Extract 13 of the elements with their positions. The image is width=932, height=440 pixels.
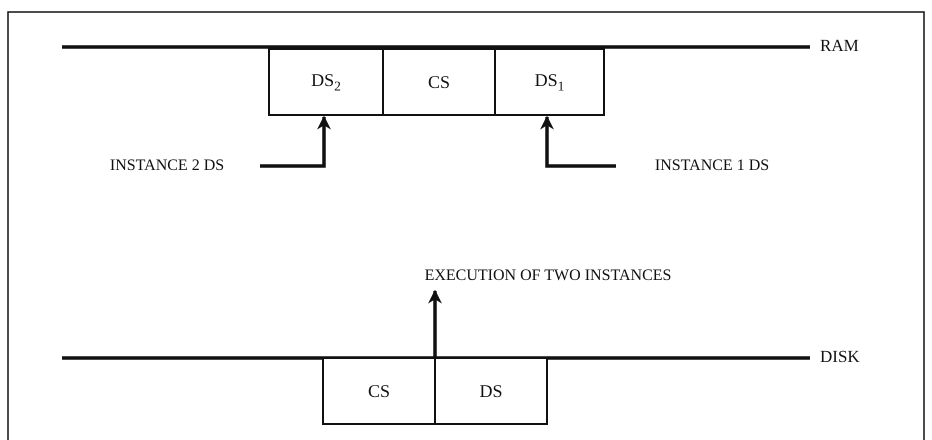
memory-cell: CS bbox=[322, 357, 436, 425]
pointer-label: INSTANCE 2 DS bbox=[78, 154, 256, 178]
arrow bbox=[540, 116, 616, 168]
memory-cell: DS$_{2}$ bbox=[268, 48, 384, 116]
memory-cell: DS bbox=[434, 357, 548, 425]
arrow-label: EXECUTION OF TWO INSTANCES bbox=[362, 264, 734, 288]
memory-cell: CS bbox=[382, 48, 496, 116]
memory-cell: DS$_{1}$ bbox=[494, 48, 605, 116]
memory-name: RAM bbox=[820, 36, 859, 56]
arrow bbox=[428, 290, 442, 357]
memory-name: DISK bbox=[820, 347, 860, 367]
pointer-label: INSTANCE 1 DS bbox=[622, 154, 802, 178]
arrow bbox=[260, 116, 331, 168]
